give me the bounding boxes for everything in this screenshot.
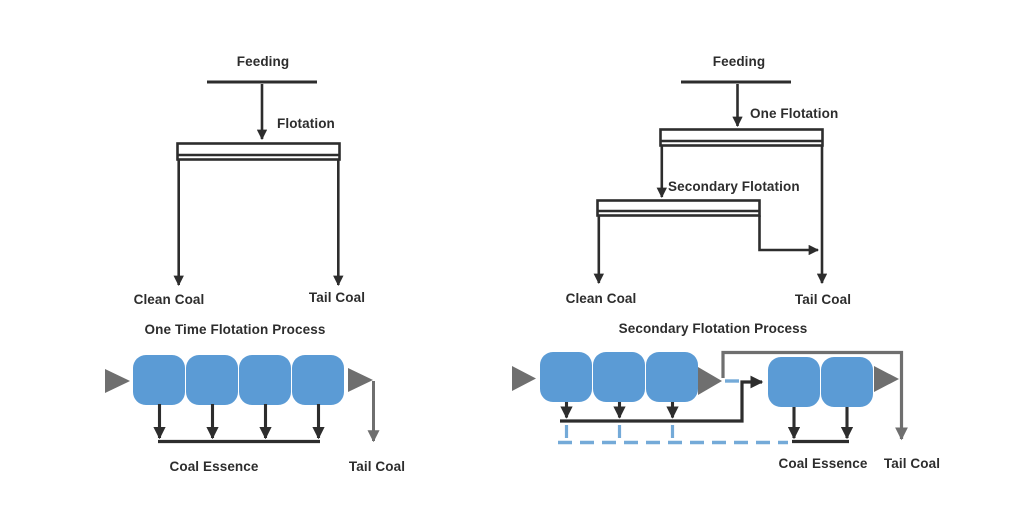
right-clean-coal-label: Clean Coal	[565, 291, 637, 306]
right-flow-outlet-triangle-icon	[874, 366, 899, 392]
right-flow-recycle-gray-arrow	[721, 350, 908, 441]
right-flow-group1-cell-1	[540, 352, 592, 402]
left-flotation-bar	[176, 142, 341, 161]
left-flow-cell-1	[133, 355, 185, 405]
right-flow-group1-cell-3	[646, 352, 698, 402]
left-coal-essence-label: Coal Essence	[169, 459, 259, 474]
right-secondary-flotation-label: Secondary Flotation	[668, 179, 800, 194]
right-secondary-flotation-bar	[596, 199, 761, 217]
left-feeding-label: Feeding	[236, 54, 290, 69]
left-flow-outlet-triangle-icon	[348, 368, 373, 392]
left-flow-cell-3	[239, 355, 291, 405]
left-flow-cell-2	[186, 355, 238, 405]
right-tail-coal-label: Tail Coal	[794, 292, 852, 307]
left-process-title: One Time Flotation Process	[144, 322, 326, 337]
right-coal-essence-label: Coal Essence	[778, 456, 868, 471]
right-flow-inlet-triangle-icon	[512, 366, 536, 391]
right-secondary-tail-elbow-arrow	[758, 215, 820, 256]
right-process-title: Secondary Flotation Process	[618, 321, 808, 336]
right-flow-group2-cell-1	[768, 357, 820, 407]
left-clean-coal-label: Clean Coal	[133, 292, 205, 307]
right-flow-transfer-elbow-arrow	[560, 375, 764, 423]
left-flow-inlet-triangle-icon	[105, 369, 130, 393]
right-one-flotation-label: One Flotation	[750, 106, 839, 121]
left-tail-coal-label: Tail Coal	[308, 290, 366, 305]
right-flow-group1-cell-2	[593, 352, 645, 402]
left-flow-tail-coal-label: Tail Coal	[348, 459, 406, 474]
right-feeding-label: Feeding	[712, 54, 766, 69]
left-flow-cell-4	[292, 355, 344, 405]
right-flow-mid-triangle-icon	[698, 367, 722, 395]
right-flow-group2-cell-2	[821, 357, 873, 407]
left-flotation-label: Flotation	[277, 116, 335, 131]
right-flow-tail-coal-label: Tail Coal	[883, 456, 941, 471]
right-first-flotation-bar	[659, 128, 824, 147]
